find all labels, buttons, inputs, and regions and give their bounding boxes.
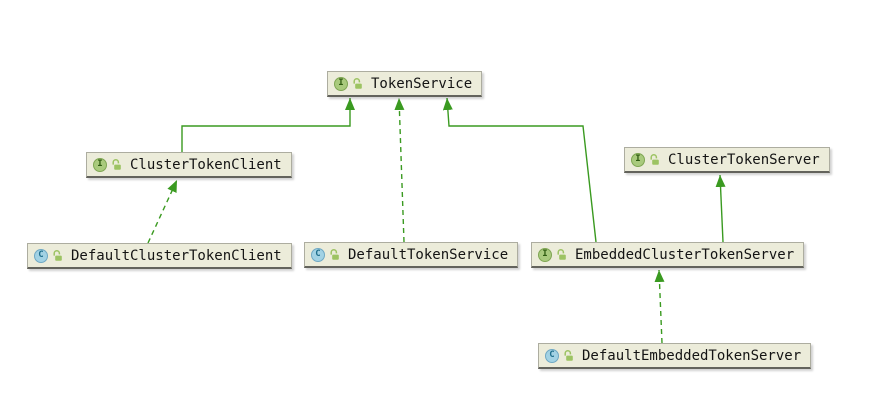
interface-icon: I bbox=[631, 152, 645, 167]
interface-icon: I bbox=[334, 76, 348, 91]
class-icon: C bbox=[545, 348, 559, 363]
lock-icon bbox=[52, 249, 63, 262]
lock-icon bbox=[563, 349, 574, 362]
lock-icon bbox=[111, 158, 122, 171]
inheritance-edge-DefaultTokenService-to-TokenService bbox=[394, 97, 405, 243]
node-label: DefaultClusterTokenClient bbox=[71, 247, 282, 264]
node-label: ClusterTokenServer bbox=[668, 151, 820, 168]
class-node-EmbeddedClusterTokenServer[interactable]: I EmbeddedClusterTokenServer bbox=[531, 242, 805, 268]
class-node-DefaultEmbeddedTokenServer[interactable]: C DefaultEmbeddedTokenServer bbox=[538, 343, 812, 369]
inheritance-edge-EmbeddedClusterTokenServer-to-ClusterTokenServer bbox=[715, 174, 726, 243]
interface-icon: I bbox=[538, 247, 552, 262]
lock-icon bbox=[649, 153, 660, 166]
class-node-DefaultTokenService[interactable]: C DefaultTokenService bbox=[304, 242, 519, 268]
class-node-ClusterTokenServer[interactable]: I ClusterTokenServer bbox=[624, 147, 830, 173]
inheritance-edge-EmbeddedClusterTokenServer-to-TokenService bbox=[442, 97, 597, 243]
class-node-DefaultClusterTokenClient[interactable]: C DefaultClusterTokenClient bbox=[27, 243, 292, 269]
lock-icon bbox=[352, 77, 363, 90]
node-label: DefaultEmbeddedTokenServer bbox=[582, 347, 802, 364]
interface-icon: I bbox=[93, 157, 107, 172]
class-node-TokenService[interactable]: I TokenService bbox=[327, 71, 483, 97]
node-label: TokenService bbox=[371, 75, 473, 92]
inheritance-edge-ClusterTokenClient-to-TokenService bbox=[181, 98, 355, 152]
lock-icon bbox=[329, 248, 340, 261]
class-icon: C bbox=[34, 248, 48, 263]
lock-icon bbox=[556, 248, 567, 261]
class-icon: C bbox=[311, 247, 325, 262]
class-node-ClusterTokenClient[interactable]: I ClusterTokenClient bbox=[86, 152, 292, 178]
node-label: ClusterTokenClient bbox=[130, 156, 282, 173]
inheritance-edge-DefaultEmbeddedTokenServer-to-EmbeddedClusterTokenServer bbox=[654, 269, 665, 344]
node-label: DefaultTokenService bbox=[348, 246, 509, 263]
node-label: EmbeddedClusterTokenServer bbox=[575, 246, 795, 263]
inheritance-edge-DefaultClusterTokenClient-to-ClusterTokenClient bbox=[147, 179, 178, 244]
